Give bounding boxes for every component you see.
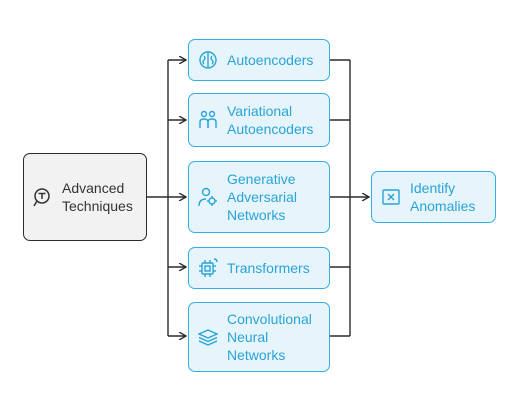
autoencoders-node: Autoencoders bbox=[188, 39, 330, 81]
advanced-techniques-node: Advanced Techniques bbox=[23, 153, 147, 241]
brain-icon bbox=[197, 49, 219, 71]
people-icon bbox=[197, 109, 219, 131]
target-label: Identify Anomalies bbox=[410, 180, 476, 214]
technique-label: Variational Autoencoders bbox=[227, 103, 314, 137]
gan-node: Generative Adversarial Networks bbox=[188, 161, 330, 233]
magnifier-chart-icon bbox=[32, 186, 54, 208]
technique-label: Generative Adversarial Networks bbox=[227, 171, 298, 223]
variational-autoencoders-node: Variational Autoencoders bbox=[188, 93, 330, 147]
identify-anomalies-node: Identify Anomalies bbox=[371, 171, 496, 223]
technique-label: Convolutional Neural Networks bbox=[227, 311, 312, 363]
technique-label: Autoencoders bbox=[227, 52, 314, 68]
x-box-icon bbox=[380, 186, 402, 208]
transformers-node: Transformers bbox=[188, 247, 330, 289]
chip-icon bbox=[197, 257, 219, 279]
user-gear-icon bbox=[197, 186, 219, 208]
cnn-node: Convolutional Neural Networks bbox=[188, 302, 330, 372]
technique-label: Transformers bbox=[227, 260, 310, 276]
source-label: Advanced Techniques bbox=[62, 180, 133, 214]
layers-icon bbox=[197, 326, 219, 348]
